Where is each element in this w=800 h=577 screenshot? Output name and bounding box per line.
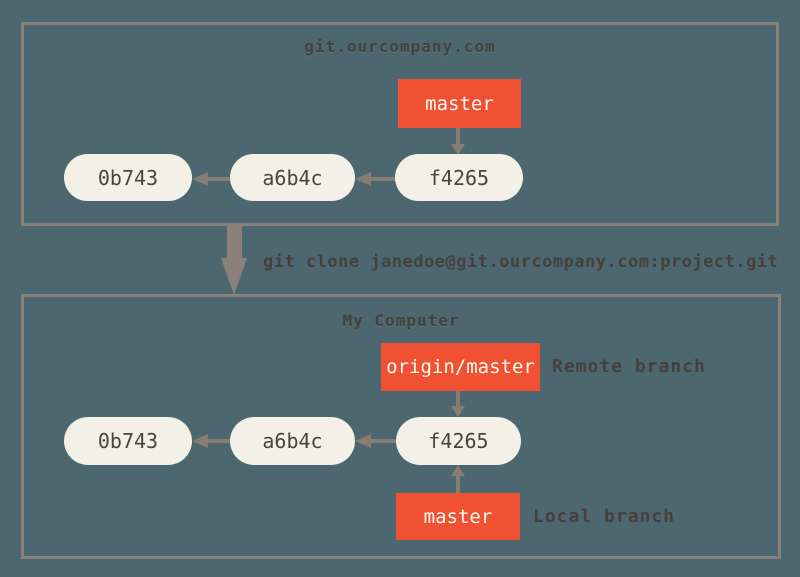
local-master-branch-tag: master <box>396 493 520 540</box>
local-branch-caption: Local branch <box>533 506 676 527</box>
arrow-left-icon <box>355 172 371 186</box>
remote-master-branch-tag: master <box>398 79 521 128</box>
local-commit-node-0b743: 0b743 <box>64 417 192 465</box>
arrow-up-icon <box>451 465 465 476</box>
arrow-left-icon <box>192 434 208 448</box>
clone-arrow-down-icon <box>221 258 247 295</box>
arrow-left-icon <box>192 172 208 186</box>
local-master-pointer-arrow <box>456 475 460 493</box>
remote-branch-caption: Remote branch <box>552 356 706 377</box>
clone-arrow-shaft <box>227 226 242 258</box>
arrow-left-icon <box>355 434 371 448</box>
remote-commit-parent-arrow-2 <box>355 172 395 186</box>
arrow-down-icon <box>451 144 465 155</box>
remote-commit-node-0b743: 0b743 <box>64 154 192 201</box>
local-computer-title: My Computer <box>342 311 460 330</box>
remote-commit-node-a6b4c: a6b4c <box>230 154 355 201</box>
local-commit-parent-arrow-2 <box>355 434 396 448</box>
clone-command-text: git clone janedoe@git.ourcompany.com:pro… <box>263 252 779 272</box>
remote-server-box: git.ourcompany.com <box>21 22 779 226</box>
remote-branch-pointer-arrow <box>456 128 460 145</box>
local-commit-parent-arrow-1 <box>192 434 230 448</box>
local-computer-box: My Computer <box>21 294 781 559</box>
arrow-down-icon <box>451 406 465 417</box>
local-commit-node-f4265: f4265 <box>396 417 521 465</box>
remote-commit-parent-arrow-1 <box>192 172 230 186</box>
remote-server-title: git.ourcompany.com <box>304 37 496 56</box>
origin-master-branch-tag: origin/master <box>381 343 540 391</box>
origin-master-pointer-arrow <box>456 391 460 407</box>
remote-commit-node-f4265: f4265 <box>395 154 523 201</box>
local-commit-node-a6b4c: a6b4c <box>230 417 355 465</box>
